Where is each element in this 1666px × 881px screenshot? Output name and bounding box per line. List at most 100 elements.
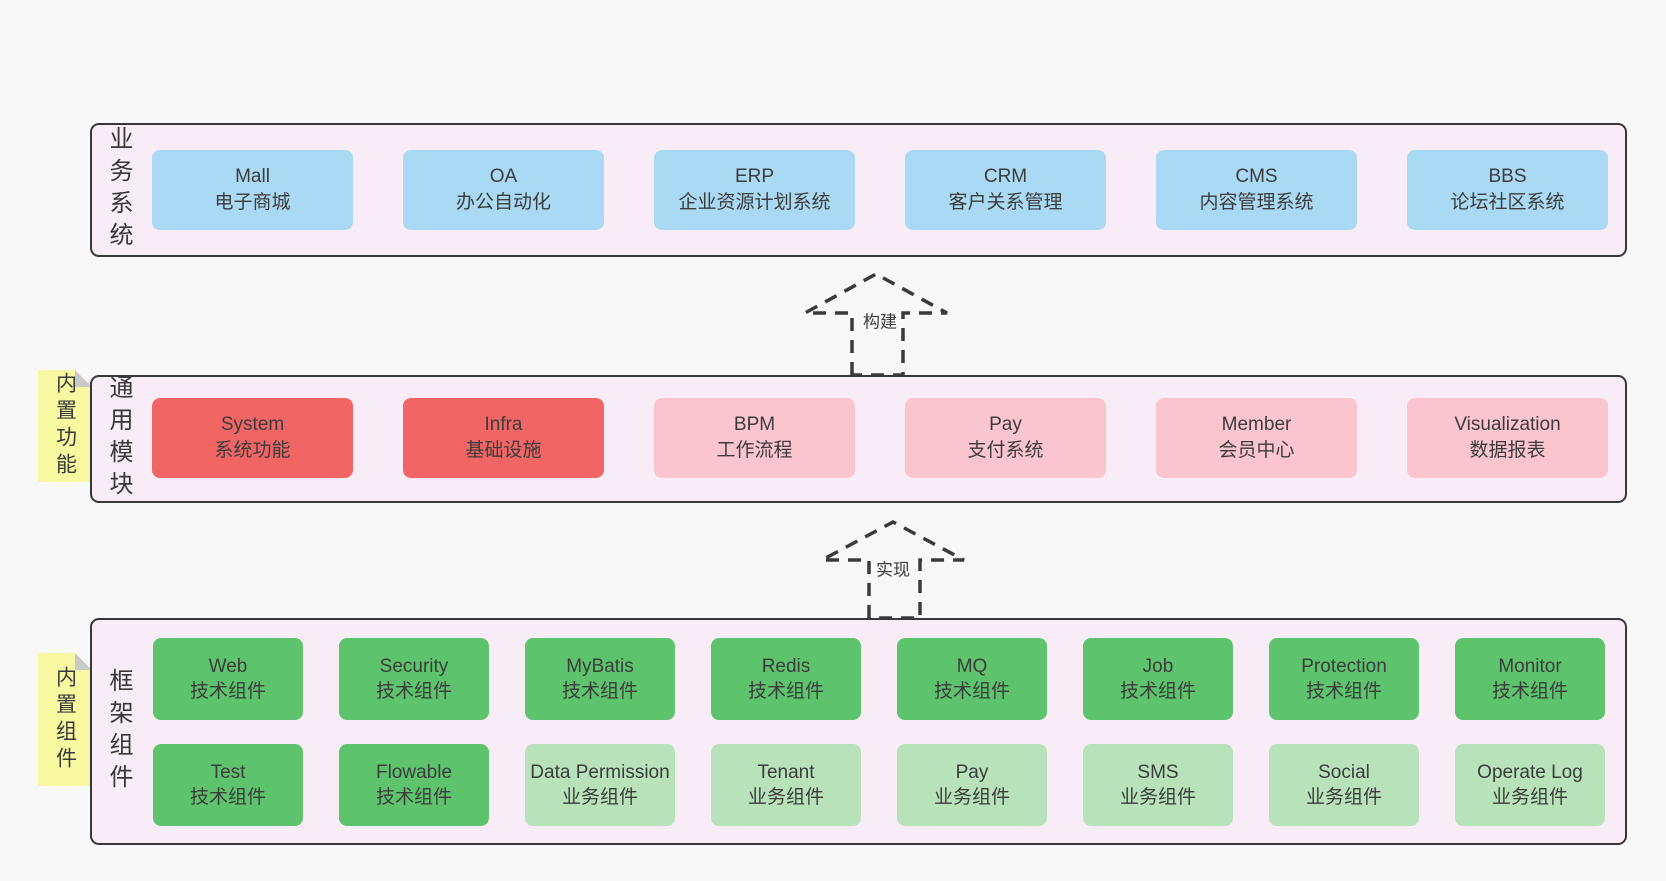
box-title: Visualization [1454, 414, 1561, 435]
box-mybatis: MyBatis 技术组件 [525, 638, 675, 720]
box-subtitle: 技术组件 [375, 787, 452, 808]
box-subtitle: 办公自动化 [455, 192, 551, 213]
box-subtitle: 技术组件 [933, 681, 1010, 702]
box-title: Tenant [757, 762, 815, 783]
box-subtitle: 业务组件 [933, 787, 1010, 808]
box-subtitle: 业务组件 [1119, 787, 1196, 808]
box-job: Job 技术组件 [1083, 638, 1233, 720]
box-subtitle: 业务组件 [747, 787, 824, 808]
arrow-label: 构建 [860, 306, 900, 334]
box-subtitle: 系统功能 [214, 440, 291, 461]
box-title: OA [489, 166, 518, 187]
box-data-permission: Data Permission 业务组件 [525, 744, 675, 826]
arrow-label: 实现 [873, 554, 913, 582]
box-subtitle: 业务组件 [1491, 787, 1568, 808]
box-pay: Pay 业务组件 [897, 744, 1047, 826]
box-title: Pay [989, 414, 1022, 435]
arrow-implement: 实现 [812, 514, 977, 618]
box-title: Monitor [1498, 656, 1562, 677]
box-subtitle: 技术组件 [375, 681, 452, 702]
box-web: Web 技术组件 [153, 638, 303, 720]
box-bbs: BBS 论坛社区系统 [1407, 150, 1608, 230]
box-subtitle: 基础设施 [465, 440, 542, 461]
box-title: Mall [235, 166, 270, 187]
box-title: Web [208, 656, 248, 677]
box-title: MQ [956, 656, 988, 677]
box-title: Protection [1301, 656, 1387, 677]
box-security: Security 技术组件 [339, 638, 489, 720]
box-title: Pay [955, 762, 989, 783]
note-label: 内置组件 [53, 665, 77, 774]
box-title: CRM [983, 166, 1028, 187]
box-mq: MQ 技术组件 [897, 638, 1047, 720]
box-cms: CMS 内容管理系统 [1156, 150, 1357, 230]
box-visualization: Visualization 数据报表 [1407, 398, 1608, 478]
box-subtitle: 技术组件 [189, 787, 266, 808]
box-title: Infra [484, 414, 523, 435]
box-subtitle: 技术组件 [747, 681, 824, 702]
box-operate-log: Operate Log 业务组件 [1455, 744, 1605, 826]
box-subtitle: 电子商城 [214, 192, 291, 213]
box-title: MyBatis [566, 656, 634, 677]
box-subtitle: 业务组件 [561, 787, 638, 808]
box-subtitle: 论坛社区系统 [1450, 192, 1565, 213]
box-system: System 系统功能 [152, 398, 353, 478]
box-tenant: Tenant 业务组件 [711, 744, 861, 826]
box-title: System [220, 414, 285, 435]
box-subtitle: 工作流程 [716, 440, 793, 461]
sticky-note-built-in-features: 内置功能 [38, 370, 92, 482]
layer-label: 业务系统 [105, 126, 132, 254]
box-subtitle: 技术组件 [1119, 681, 1196, 702]
dashed-up-arrow-icon [821, 520, 965, 618]
box-title: Job [1142, 656, 1174, 677]
box-title: Data Permission [530, 762, 670, 783]
box-test: Test 技术组件 [153, 744, 303, 826]
box-title: Security [379, 656, 449, 677]
box-infra: Infra 基础设施 [403, 398, 604, 478]
box-title: Member [1221, 414, 1292, 435]
box-subtitle: 数据报表 [1469, 440, 1546, 461]
box-sms: SMS 业务组件 [1083, 744, 1233, 826]
box-subtitle: 会员中心 [1218, 440, 1295, 461]
box-mall: Mall 电子商城 [152, 150, 353, 230]
box-protection: Protection 技术组件 [1269, 638, 1419, 720]
box-title: Test [210, 762, 246, 783]
box-subtitle: 支付系统 [967, 440, 1044, 461]
note-label: 内置功能 [53, 372, 77, 480]
box-title: CMS [1235, 166, 1278, 187]
layer-label: 框架组件 [105, 667, 132, 796]
box-subtitle: 客户关系管理 [948, 192, 1063, 213]
box-subtitle: 技术组件 [1305, 681, 1382, 702]
box-title: SMS [1137, 762, 1179, 783]
box-title: ERP [734, 166, 775, 187]
box-title: BBS [1488, 166, 1527, 187]
box-crm: CRM 客户关系管理 [905, 150, 1106, 230]
layer-label: 通用模块 [105, 375, 132, 503]
box-oa: OA 办公自动化 [403, 150, 604, 230]
box-subtitle: 技术组件 [189, 681, 266, 702]
box-subtitle: 内容管理系统 [1199, 192, 1314, 213]
box-title: Social [1318, 762, 1370, 783]
sticky-note-built-in-components: 内置组件 [38, 653, 92, 786]
dashed-up-arrow-icon [804, 272, 948, 375]
box-subtitle: 业务组件 [1305, 787, 1382, 808]
box-subtitle: 技术组件 [561, 681, 638, 702]
box-social: Social 业务组件 [1269, 744, 1419, 826]
box-title: Operate Log [1477, 762, 1583, 783]
arrow-build: 构建 [795, 263, 960, 375]
box-member: Member 会员中心 [1156, 398, 1357, 478]
